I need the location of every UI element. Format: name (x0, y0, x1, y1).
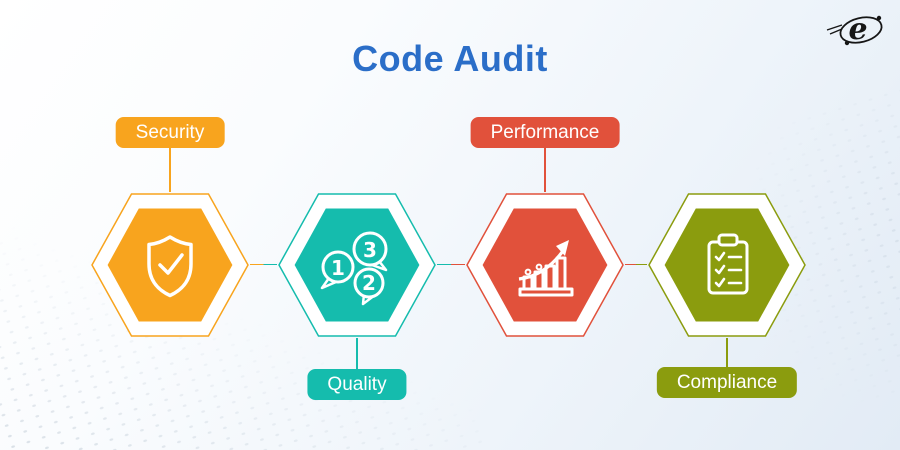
growth-bar-chart-icon (518, 240, 574, 297)
performance-connector-line (544, 148, 546, 192)
quality-label: Quality (307, 369, 407, 400)
logo-letter: e (848, 12, 867, 47)
brand-logo: e (826, 12, 883, 47)
svg-text:1: 1 (331, 256, 345, 280)
logo-orbit-ellipse (839, 16, 883, 44)
quality-hexagon-fill (294, 208, 420, 322)
logo-swoosh-lines (826, 24, 843, 35)
quality-connector-line (356, 338, 358, 369)
performance-label: Performance (470, 117, 620, 148)
hexagon-link-performance-compliance (625, 263, 647, 265)
quality-hexagon: 3 1 2 (278, 193, 436, 337)
page-title: Code Audit (352, 38, 548, 79)
security-hexagon-fill (107, 208, 233, 322)
logo-orbit-dot-top (876, 15, 882, 21)
svg-text:2: 2 (362, 271, 376, 295)
numbered-chat-bubbles-icon: 3 1 2 (320, 231, 388, 306)
security-hexagon (91, 193, 249, 337)
compliance-hexagon-fill (664, 208, 790, 322)
compliance-label: Compliance (656, 367, 798, 398)
performance-hexagon (466, 193, 624, 337)
hexagon-link-security-quality (250, 263, 277, 265)
logo-orbit-dot-bottom (844, 40, 850, 46)
security-connector-line (169, 148, 171, 192)
security-label: Security (115, 117, 225, 148)
shield-check-icon (147, 235, 193, 298)
svg-text:3: 3 (363, 238, 377, 262)
clipboard-checklist-icon (707, 233, 749, 295)
compliance-hexagon (648, 193, 806, 337)
hexagon-link-quality-performance (437, 263, 465, 265)
compliance-connector-line (726, 338, 728, 367)
